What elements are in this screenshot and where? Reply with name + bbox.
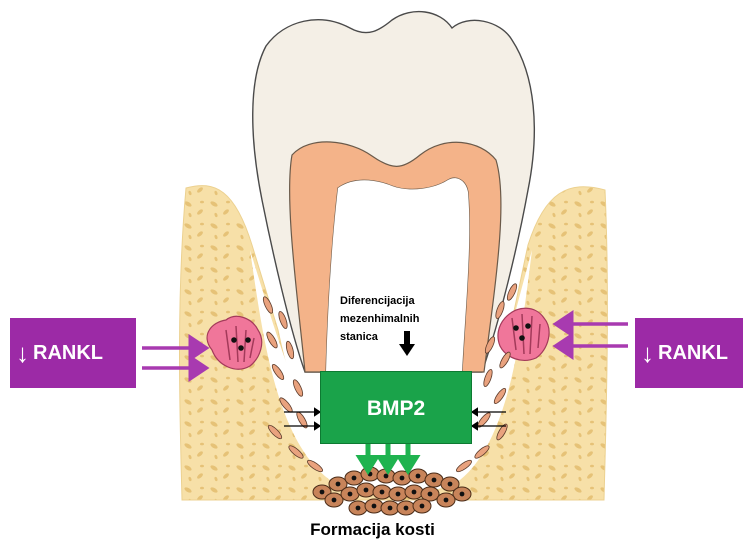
bmp2-box: BMP2 [320,371,472,444]
rankl-label-right: RANKL [658,342,728,365]
differentiation-line-2: mezenhimalnih [340,310,460,328]
osteoclast-right-icon [498,308,549,360]
differentiation-label: Diferencijacija mezenhimalnih stanica [340,292,460,346]
differentiation-line-3: stanica [340,328,460,346]
differentiation-line-1: Diferencijacija [340,292,460,310]
rankl-label-left: RANKL [33,342,103,365]
rankl-box-left: ↓ RANKL [10,318,136,388]
rankl-box-right: ↓ RANKL [635,318,743,388]
bmp2-label: BMP2 [367,397,425,421]
caption: Formacija kosti [0,520,745,540]
down-arrow-icon: ↓ [16,340,29,366]
down-arrow-icon: ↓ [641,340,654,366]
